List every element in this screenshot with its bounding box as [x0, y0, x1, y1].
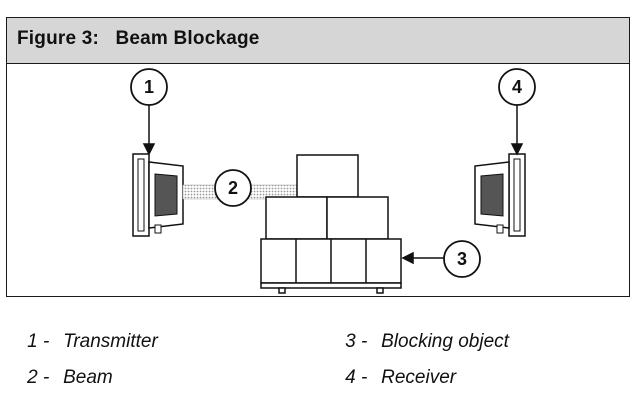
figure-title-text: Beam Blockage: [115, 28, 260, 49]
callout-4-circle: [498, 68, 536, 106]
legend-label: Blocking object: [381, 331, 509, 352]
legend-item-transmitter: 1 - Transmitter: [6, 309, 158, 375]
callout-3-label: 3: [457, 249, 467, 269]
legend-item-beam: 2 - Beam: [6, 345, 113, 411]
callout-1-circle: [130, 68, 168, 106]
figure-title: Figure 3: Beam Blockage: [17, 28, 260, 50]
callout-4-label: 4: [512, 77, 522, 97]
legend-label: Receiver: [381, 367, 457, 388]
callout-2-circle: [214, 169, 252, 207]
figure-frame: Figure 3: Beam Blockage: [6, 17, 630, 297]
callout-1-label: 1: [144, 77, 154, 97]
beam-blockage-diagram: 1 2 3 4: [130, 68, 536, 294]
blocking-object-icon: [260, 154, 402, 294]
middle-box-right: [326, 196, 389, 240]
legend-number: 2 -: [27, 367, 50, 388]
legend-number: 4 -: [345, 367, 368, 388]
figure-number-label: Figure 3:: [17, 28, 100, 49]
legend-item-blocking-object: 3 - Blocking object: [324, 309, 509, 375]
legend-number: 1 -: [27, 331, 50, 352]
legend-label: Transmitter: [63, 331, 158, 352]
figure-header: Figure 3: Beam Blockage: [7, 18, 629, 64]
middle-box-left: [265, 196, 328, 240]
figure-legend: 1 - Transmitter 2 - Beam 3 - Blocking objec…: [0, 305, 637, 388]
legend-item-receiver: 4 - Receiver: [324, 345, 456, 411]
callout-2-label: 2: [228, 178, 238, 198]
callout-3-circle: [443, 240, 481, 278]
legend-number: 3 -: [345, 331, 368, 352]
pallet-base: [260, 282, 402, 289]
transmitter-icon: [132, 153, 184, 237]
legend-label: Beam: [63, 367, 113, 388]
top-box: [296, 154, 359, 198]
receiver-icon: [474, 153, 526, 237]
